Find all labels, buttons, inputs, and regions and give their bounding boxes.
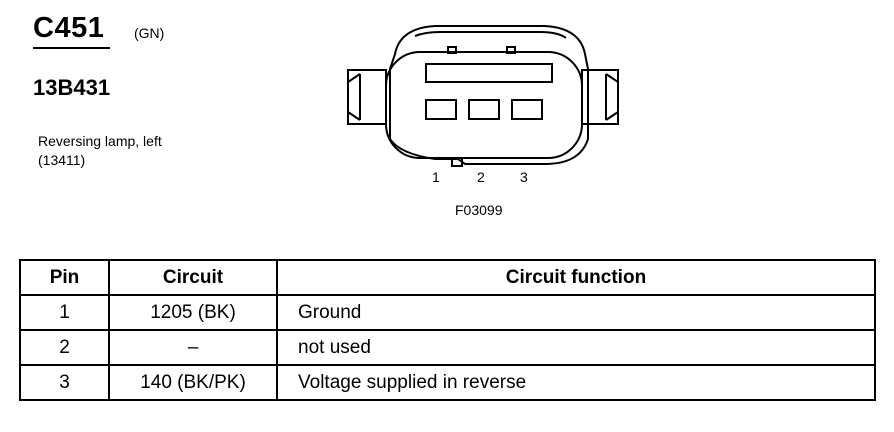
cell-function: Voltage supplied in reverse [276,364,876,401]
connector-right-latch [581,69,619,125]
table-row: 3 140 (BK/PK) Voltage supplied in revers… [19,364,876,401]
connector-face-diagram [347,25,619,167]
connector-long-slot [425,63,553,83]
cell-circuit: 1205 (BK) [108,294,278,331]
header-circuit: Circuit [108,259,278,296]
connector-key-notch-right [506,46,516,54]
figure-code: F03099 [455,202,503,218]
header-pin: Pin [19,259,110,296]
description-name: Reversing lamp, left [38,133,162,149]
connector-bottom-key [451,157,463,167]
cell-pin: 3 [19,364,110,401]
cell-function: not used [276,329,876,366]
connector-left-latch [347,69,387,125]
cell-pin: 2 [19,329,110,366]
connector-color-code: (GN) [134,25,165,41]
pin-cavity-1 [425,99,457,120]
description-reference: (13411) [38,152,86,168]
connector-description: Reversing lamp, left (13411) [38,132,162,170]
pin-label-3: 3 [520,169,528,185]
table-row: 1 1205 (BK) Ground [19,294,876,331]
connector-id-underline [33,47,110,49]
header-circuit-function: Circuit function [276,259,876,296]
pin-cavity-2 [468,99,500,120]
part-number: 13B431 [33,75,111,100]
table-header-row: Pin Circuit Circuit function [19,259,876,296]
cell-circuit: 140 (BK/PK) [108,364,278,401]
cell-function: Ground [276,294,876,331]
pin-function-table: Pin Circuit Circuit function 1 1205 (BK)… [19,259,876,401]
pin-label-1: 1 [432,169,440,185]
pin-cavity-3 [511,99,543,120]
connector-key-notch-left [447,46,457,54]
cell-circuit: – [108,329,278,366]
connector-outer-shroud [389,25,589,165]
connector-id: C451 [33,12,105,44]
cell-pin: 1 [19,294,110,331]
connector-top-latch [414,31,567,39]
pin-label-2: 2 [477,169,485,185]
table-row: 2 – not used [19,329,876,366]
